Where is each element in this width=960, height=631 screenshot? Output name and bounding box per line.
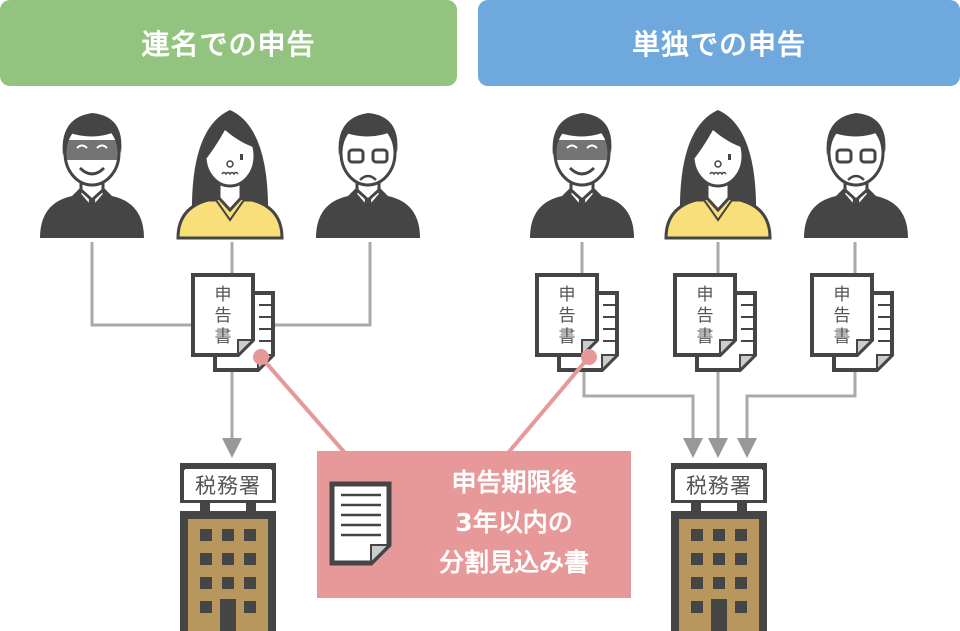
- arrow-1-to-right-tax-office: [683, 438, 703, 458]
- person-woman-worried-right: [664, 110, 772, 240]
- arrow-3-to-right-tax-office: [737, 438, 757, 458]
- callout-dot-left: [253, 349, 269, 365]
- header-individual-filing: 単独での申告: [478, 0, 960, 86]
- tax-return-document-icon-right-2: [673, 273, 758, 373]
- header-individual-filing-label: 単独での申告: [631, 28, 806, 61]
- tax-return-document-icon-right-3: [810, 273, 895, 373]
- tax-return-document-icon-right-1: [535, 273, 620, 373]
- note-text: 申告期限後 3年以内の 分割見込み書: [397, 463, 631, 583]
- document-label-left: 申 告 書: [213, 285, 233, 348]
- doc-char: 告: [558, 306, 576, 326]
- doc-char: 書: [833, 327, 851, 347]
- header-joint-filing-label: 連名での申告: [141, 28, 316, 61]
- doc-char: 申: [214, 285, 232, 305]
- document-icon: [329, 481, 392, 566]
- arrow-to-left-tax-office: [222, 438, 242, 458]
- document-label-right-3: 申 告 書: [832, 285, 852, 348]
- person-man-glasses-sad-left: [314, 111, 422, 240]
- left-connectors: [90, 242, 372, 440]
- tax-office-label-left: 税務署: [184, 470, 272, 500]
- person-man-glasses-sad-right: [802, 111, 910, 240]
- note-line-3: 分割見込み書: [438, 548, 589, 577]
- doc-char: 書: [214, 327, 232, 347]
- doc-char: 告: [833, 306, 851, 326]
- doc-char: 告: [696, 306, 714, 326]
- person-man-smiling-left: [38, 111, 146, 240]
- doc-char: 書: [696, 327, 714, 347]
- document-label-right-1: 申 告 書: [557, 285, 577, 348]
- tax-office-label-right: 税務署: [675, 470, 763, 500]
- person-man-smiling-right: [528, 111, 636, 240]
- doc-char: 申: [696, 285, 714, 305]
- division-estimate-note: 申告期限後 3年以内の 分割見込み書: [317, 451, 631, 598]
- doc-char: 申: [558, 285, 576, 305]
- right-connectors: [580, 242, 857, 440]
- doc-char: 書: [558, 327, 576, 347]
- doc-char: 申: [833, 285, 851, 305]
- header-joint-filing: 連名での申告: [0, 0, 457, 86]
- note-line-1: 申告期限後: [451, 468, 577, 497]
- callout-dot-right: [581, 349, 597, 365]
- callout-lines: [259, 355, 591, 455]
- document-label-right-2: 申 告 書: [695, 285, 715, 348]
- doc-char: 告: [214, 306, 232, 326]
- arrow-2-to-right-tax-office: [708, 438, 728, 458]
- note-line-2: 3年以内の: [455, 508, 573, 537]
- person-woman-worried-left: [176, 110, 284, 240]
